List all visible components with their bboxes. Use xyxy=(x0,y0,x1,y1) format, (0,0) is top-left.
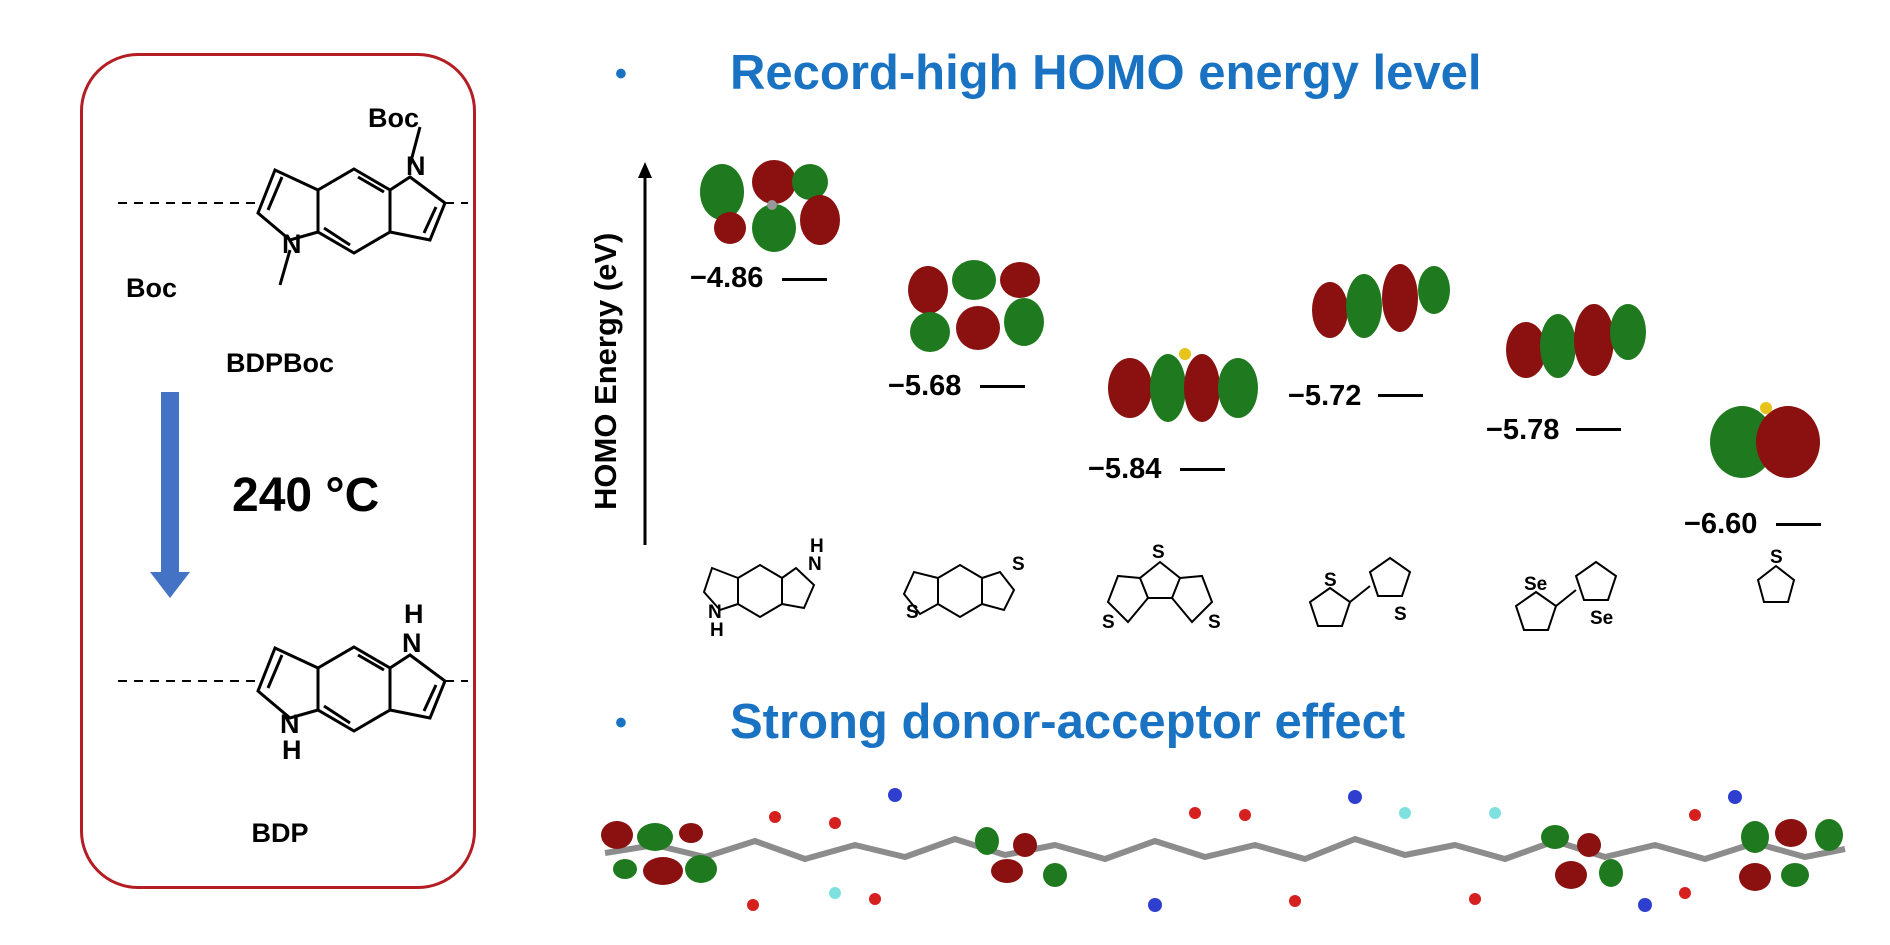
structure-atom: S xyxy=(1394,604,1407,625)
energy-value-4: −5.72 xyxy=(1288,380,1362,412)
structure-atom: S xyxy=(1770,547,1783,568)
structure-atom: H xyxy=(810,536,824,557)
bdp-structure: N H N H xyxy=(118,599,468,765)
bdpboc-atom: N xyxy=(282,229,302,259)
bdp-atom: N xyxy=(280,709,300,739)
energy-level-line-3 xyxy=(1180,468,1225,471)
orbital-3 xyxy=(1108,348,1258,422)
section2-title: Strong donor-acceptor effect xyxy=(730,695,1406,749)
section1-title: Record-high HOMO energy level xyxy=(730,46,1482,100)
orbital-5 xyxy=(1506,304,1646,378)
section1-bullet: • xyxy=(615,55,627,93)
bdp-atom: H xyxy=(404,599,424,629)
polymer-chain xyxy=(601,788,1846,912)
reaction-arrow xyxy=(161,392,179,574)
bdpboc-atom: N xyxy=(406,151,426,181)
homo-structures: H N N H S S S S S S S Se Se S xyxy=(702,536,1796,640)
energy-value-6: −6.60 xyxy=(1684,508,1758,540)
energy-level-line-6 xyxy=(1776,523,1821,526)
structure-atom: S xyxy=(1012,554,1025,575)
structure-atom: N xyxy=(708,602,722,623)
energy-value-1: −4.86 xyxy=(690,262,764,294)
bdpboc-atom: Boc xyxy=(126,273,177,303)
reaction-condition: 240 °C xyxy=(232,469,380,522)
energy-axis-title: HOMO Energy (eV) xyxy=(588,232,623,510)
bdpboc-atom: Boc xyxy=(368,103,419,133)
energy-level-line-1 xyxy=(782,278,827,281)
energy-value-5: −5.78 xyxy=(1486,414,1560,446)
orbital-2 xyxy=(908,260,1044,352)
energy-value-2: −5.68 xyxy=(888,370,962,402)
bdpboc-label: BDPBoc xyxy=(225,348,334,378)
structure-atom: S xyxy=(1324,570,1337,591)
polymer-orbital-lobes xyxy=(601,819,1843,891)
energy-level-line-2 xyxy=(980,385,1025,388)
structure-atom: Se xyxy=(1524,574,1547,595)
orbital-1 xyxy=(700,160,840,252)
reaction-arrow-head xyxy=(150,572,190,598)
bdpboc-structure: N N Boc Boc xyxy=(118,103,468,303)
structure-atom: S xyxy=(1102,612,1115,633)
section2-bullet: • xyxy=(615,704,627,742)
energy-level-line-5 xyxy=(1576,428,1621,431)
structure-atom: N xyxy=(808,554,822,575)
structure-atom: S xyxy=(906,602,919,623)
energy-level-line-4 xyxy=(1378,394,1423,397)
homo-orbitals xyxy=(700,160,1820,478)
bdp-atom: H xyxy=(282,735,302,765)
structure-atom: S xyxy=(1152,542,1165,563)
energy-axis xyxy=(638,162,652,545)
structure-atom: H xyxy=(710,620,724,640)
orbital-6 xyxy=(1710,402,1820,478)
orbital-4 xyxy=(1312,264,1450,338)
reaction-panel xyxy=(80,53,476,889)
polymer-atoms xyxy=(747,788,1742,912)
structure-atom: Se xyxy=(1590,608,1613,629)
energy-value-3: −5.84 xyxy=(1088,453,1162,485)
bdp-label: BDP xyxy=(251,818,309,848)
bdp-atom: N xyxy=(402,628,422,658)
structure-atom: S xyxy=(1208,612,1221,633)
